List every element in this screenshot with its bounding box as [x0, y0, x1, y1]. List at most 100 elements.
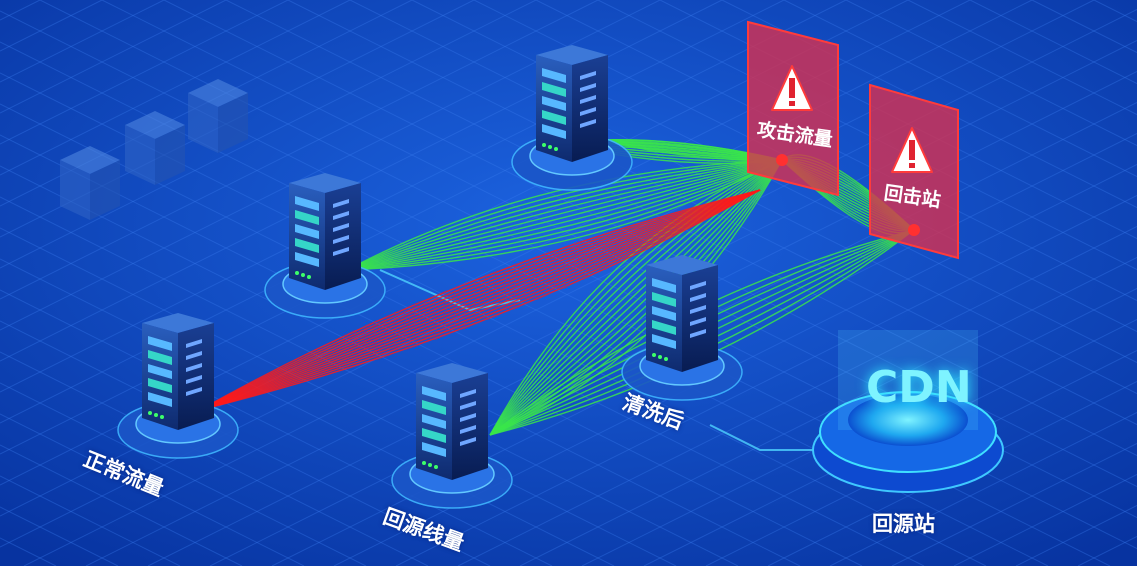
grid-line [0, 0, 41, 21]
grid-line [0, 0, 227, 114]
grid-line [147, 71, 1137, 566]
drive-bay [295, 196, 319, 211]
attack-alert-panel [747, 20, 839, 197]
red-attack-line [199, 189, 761, 411]
drive-bay [148, 364, 172, 379]
drive-bay [652, 320, 676, 335]
green-traffic-line [346, 159, 783, 271]
green-traffic-line [346, 159, 783, 271]
grid-line [0, 196, 739, 566]
drive-bay [542, 110, 566, 125]
drive-bay [542, 96, 566, 111]
green-traffic-line [489, 159, 783, 436]
server-origin-traffic [391, 363, 513, 509]
grid-line [0, 0, 785, 393]
grid-line [23, 9, 1137, 566]
status-led [434, 465, 438, 469]
grid-line [0, 134, 863, 566]
grid-line [829, 412, 1137, 566]
green-traffic-line [346, 159, 783, 271]
grid-line [597, 0, 1137, 270]
drive-bay [148, 336, 172, 351]
green-traffic-line [489, 159, 783, 436]
grid-line [0, 320, 491, 566]
traffic-lines [199, 139, 915, 436]
green-traffic-line [346, 159, 783, 271]
grid-line [845, 0, 1137, 146]
drive-bay [295, 238, 319, 253]
origin-site-label: 回源站 [872, 512, 935, 536]
drive-bay [542, 82, 566, 97]
background-buildings [60, 79, 248, 220]
status-led [428, 463, 432, 467]
red-attack-line [199, 189, 761, 411]
red-attack-line [199, 189, 761, 411]
grid-line [969, 0, 1137, 84]
status-led [542, 143, 546, 147]
green-traffic-line [346, 159, 783, 271]
green-traffic-line [346, 159, 783, 271]
grid-line [907, 0, 1137, 115]
red-attack-line [199, 189, 761, 411]
grid-line [0, 0, 165, 83]
grid-line [783, 0, 1137, 177]
grid-line [0, 0, 103, 52]
grid-line [411, 0, 1137, 363]
grid-line [519, 257, 1137, 566]
grid-line [1077, 536, 1137, 566]
drive-bay [295, 210, 319, 225]
grid-line [0, 0, 351, 176]
red-attack-line [199, 189, 761, 411]
server-middle-left [264, 173, 386, 319]
status-led [301, 273, 305, 277]
green-traffic-line [346, 159, 783, 271]
drive-bay [148, 392, 172, 407]
drive-bay [148, 378, 172, 393]
drive-bay [422, 414, 446, 429]
server-after-cleaning [621, 255, 743, 401]
green-traffic-line [346, 159, 783, 271]
grid-line [0, 444, 243, 566]
grid-line [0, 351, 429, 566]
grid-line [1031, 0, 1137, 53]
grid-line [0, 506, 119, 566]
green-traffic-line [489, 159, 783, 436]
drive-bay [422, 442, 446, 457]
cdn-platform [812, 330, 1004, 493]
green-traffic-line [489, 159, 783, 436]
drive-bay [652, 278, 676, 293]
green-traffic-line [346, 159, 783, 271]
grid-line [0, 0, 599, 300]
grid-line [0, 227, 677, 566]
status-led [658, 355, 662, 359]
green-traffic-line [489, 159, 783, 436]
counter-alert-panel [869, 83, 959, 260]
drive-bay [542, 68, 566, 83]
drive-bay [422, 386, 446, 401]
status-led [307, 275, 311, 279]
green-traffic-line [489, 159, 783, 436]
grid-line [0, 537, 57, 566]
green-traffic-line [346, 159, 783, 271]
drive-bay [422, 428, 446, 443]
drive-bay [542, 124, 566, 139]
grid-line [0, 0, 847, 424]
grid-line [891, 443, 1137, 566]
red-attack-line [199, 189, 761, 411]
cdn-label: CDN [866, 362, 972, 413]
alert-signs [747, 20, 959, 260]
red-attack-line [199, 189, 761, 411]
drive-bay [652, 292, 676, 307]
red-attack-line [199, 189, 761, 411]
status-led [160, 415, 164, 419]
red-attack-line [199, 189, 761, 411]
grid-line [0, 475, 181, 566]
red-attack-line [199, 189, 761, 411]
grid-line [0, 0, 289, 145]
grid-line [953, 474, 1137, 566]
status-led [664, 357, 668, 361]
grid-line [0, 165, 801, 566]
drive-bay [148, 350, 172, 365]
